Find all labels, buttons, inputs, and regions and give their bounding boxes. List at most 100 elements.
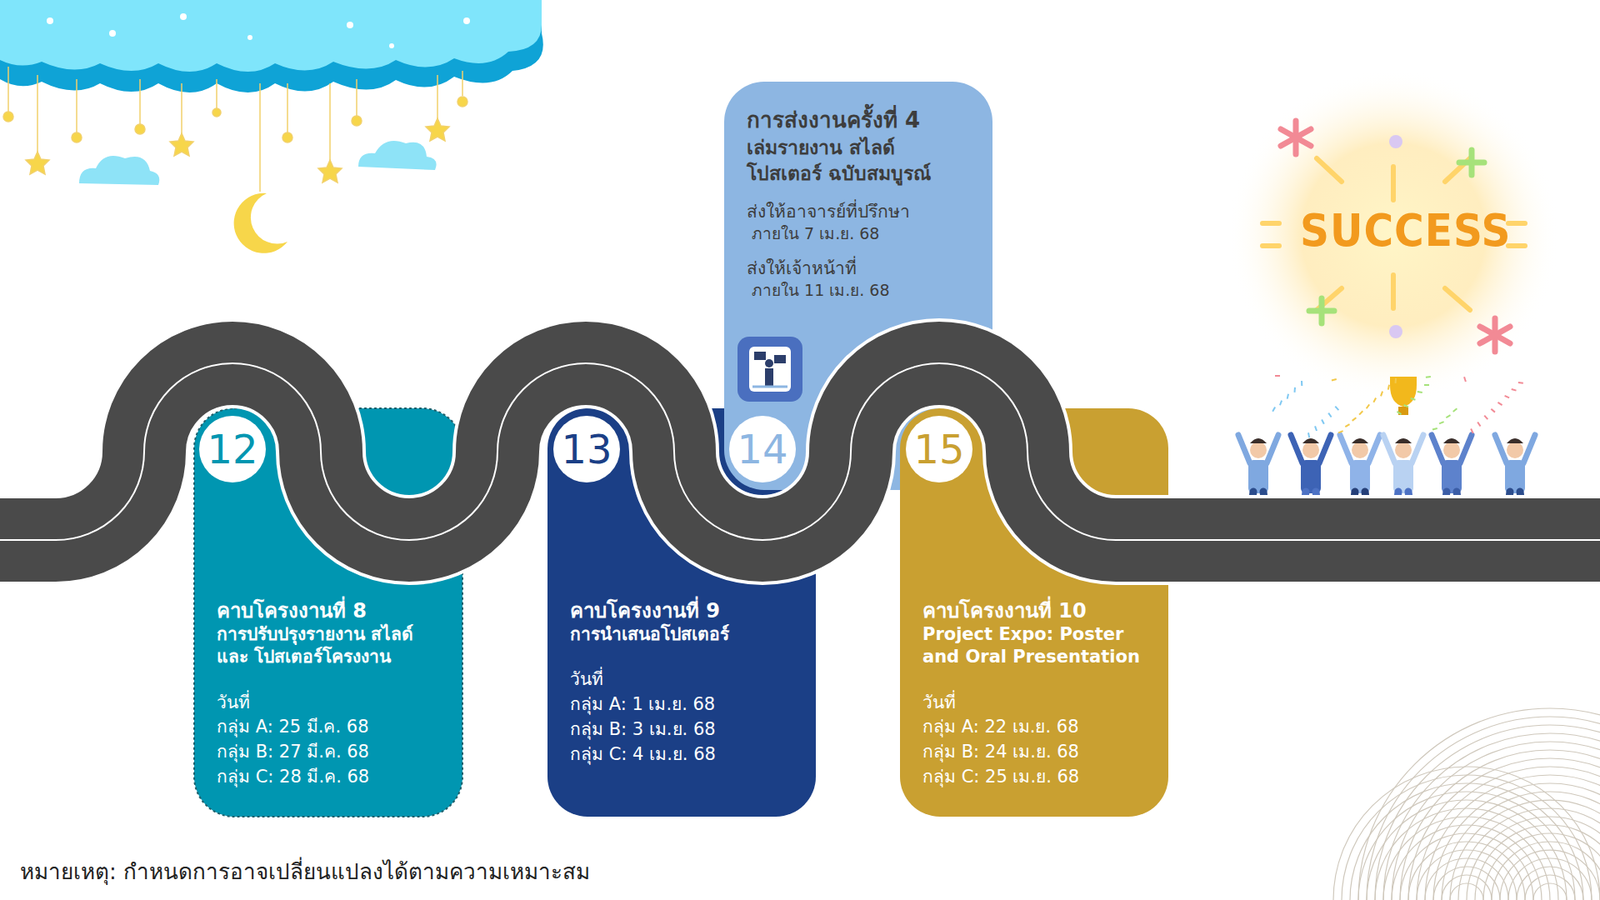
step-number: 15 — [913, 429, 965, 470]
drawing-part — [3, 111, 14, 122]
confetti — [1320, 419, 1325, 425]
person-hair — [1351, 438, 1369, 444]
hanging-stars — [3, 66, 468, 192]
drawing-part — [212, 108, 221, 117]
icon-body — [765, 368, 774, 387]
drawing-part — [355, 79, 358, 117]
drawing-part — [180, 13, 187, 20]
drawing-part — [79, 155, 160, 185]
arc-pattern — [1333, 708, 1600, 900]
confetti — [1425, 375, 1431, 379]
drawing-part — [1480, 326, 1510, 344]
confetti — [1307, 432, 1310, 438]
drawing-part — [71, 132, 82, 143]
box-text-line: ภายใน 7 เม.ย. 68 — [746, 223, 975, 245]
box-text-line: ส่งให้เจ้าหน้าที่ — [746, 256, 975, 280]
confetti — [1372, 397, 1377, 403]
confetti — [1476, 421, 1481, 427]
person-arm — [1383, 435, 1395, 464]
drawing-part — [1459, 160, 1485, 166]
drawing-part — [457, 96, 468, 107]
drawing-part — [1390, 275, 1396, 309]
small-cloud — [79, 140, 437, 185]
drawing-part — [215, 79, 218, 109]
person-hair — [1443, 438, 1460, 444]
arc-line — [1391, 741, 1600, 900]
drawing-part — [247, 35, 253, 40]
arc-line — [1366, 716, 1600, 900]
drawing-part — [425, 118, 450, 141]
box-subheading: การปรับปรุงรายงาน สไลด์ และ โปสเตอร์โครง… — [216, 623, 445, 670]
person-arm — [1495, 435, 1507, 464]
confetti — [1424, 384, 1430, 386]
confetti — [1345, 423, 1350, 428]
drawing-part — [1389, 135, 1403, 149]
box-text-line: กลุ่ม C: 28 มี.ค. 68 — [216, 765, 445, 790]
arc-line — [1350, 783, 1584, 900]
step-number-circle: 12 — [199, 415, 266, 483]
confetti — [1439, 420, 1445, 425]
icon-chart — [754, 351, 766, 360]
arc-line — [1358, 791, 1575, 900]
drawing-part — [139, 79, 141, 125]
confetti — [1484, 415, 1490, 420]
trophy-cup — [1390, 376, 1417, 407]
arc-line — [1475, 825, 1600, 900]
drawing-part — [1280, 120, 1510, 352]
person-hair — [1395, 438, 1412, 444]
person-arm — [1340, 435, 1352, 464]
box-text: คาบโครงงานที่ 9การนำเสนอโปสเตอร์วันที่กล… — [547, 598, 816, 768]
drawing-part — [0, 0, 544, 93]
drawing-part — [282, 132, 293, 143]
confetti — [1300, 380, 1303, 386]
box-subheading: เล่มรายงาน สไลด์ โปสเตอร์ ฉบับสมบูรณ์ — [746, 135, 975, 187]
drawing-part — [1280, 129, 1311, 146]
arc-line — [1441, 875, 1492, 900]
step-number-circle: 15 — [905, 415, 973, 483]
confetti — [1497, 401, 1503, 406]
drawing-part — [1445, 288, 1470, 310]
step-number: 13 — [560, 429, 612, 470]
box-text-line: กลุ่ม A: 22 เม.ย. 68 — [922, 715, 1150, 740]
box-text-line: กลุ่ม C: 4 เม.ย. 68 — [570, 742, 798, 768]
step-number: 12 — [206, 429, 258, 470]
box-heading: คาบโครงงานที่ 10 — [922, 598, 1150, 624]
drawing-part — [318, 160, 342, 183]
box-text-line: กลุ่ม B: 3 เม.ย. 68 — [570, 717, 798, 743]
confetti — [1351, 416, 1357, 421]
drawing-part — [1262, 158, 1525, 310]
confetti — [1395, 378, 1397, 384]
box-text-line: กลุ่ม A: 1 เม.ย. 68 — [570, 692, 798, 718]
arc-line — [1450, 883, 1484, 900]
box-text: การส่งงานครั้งที่ 4เล่มรายงาน สไลด์ โปสเ… — [724, 106, 993, 302]
step-number-circle: 13 — [553, 415, 620, 483]
confetti — [1279, 400, 1283, 405]
drawing-part — [0, 0, 542, 72]
confetti — [1275, 375, 1280, 377]
drawing-part — [461, 70, 464, 96]
step-number-circle: 14 — [729, 415, 796, 483]
arc-line — [1375, 808, 1559, 900]
drawing-part — [1280, 129, 1311, 146]
box-text-line: กลุ่ม B: 27 มี.ค. 68 — [216, 740, 445, 765]
person-head — [1351, 441, 1369, 459]
confetti — [1432, 427, 1438, 430]
drawing-part — [170, 133, 194, 156]
icon-floor — [752, 385, 788, 389]
person-arm — [1238, 435, 1250, 464]
confetti — [1463, 376, 1467, 382]
drawing-part — [1262, 220, 1280, 226]
drawing-part — [1316, 158, 1342, 182]
drawing-part — [346, 21, 354, 29]
person-head — [1443, 441, 1460, 459]
drawing-part — [351, 115, 362, 126]
person-head — [1506, 441, 1524, 459]
confetti — [1518, 381, 1524, 385]
drawing-part — [1508, 243, 1525, 249]
footnote: หมายเหตุ: กำหนดการอาจเปลี่ยนแปลงได้ตามคว… — [20, 858, 590, 887]
arc-line — [1408, 758, 1600, 900]
drawing-part — [109, 30, 116, 37]
box-text-line: กลุ่ม C: 25 เม.ย. 68 — [922, 765, 1150, 790]
confetti — [1338, 430, 1344, 434]
confetti — [1387, 385, 1390, 390]
